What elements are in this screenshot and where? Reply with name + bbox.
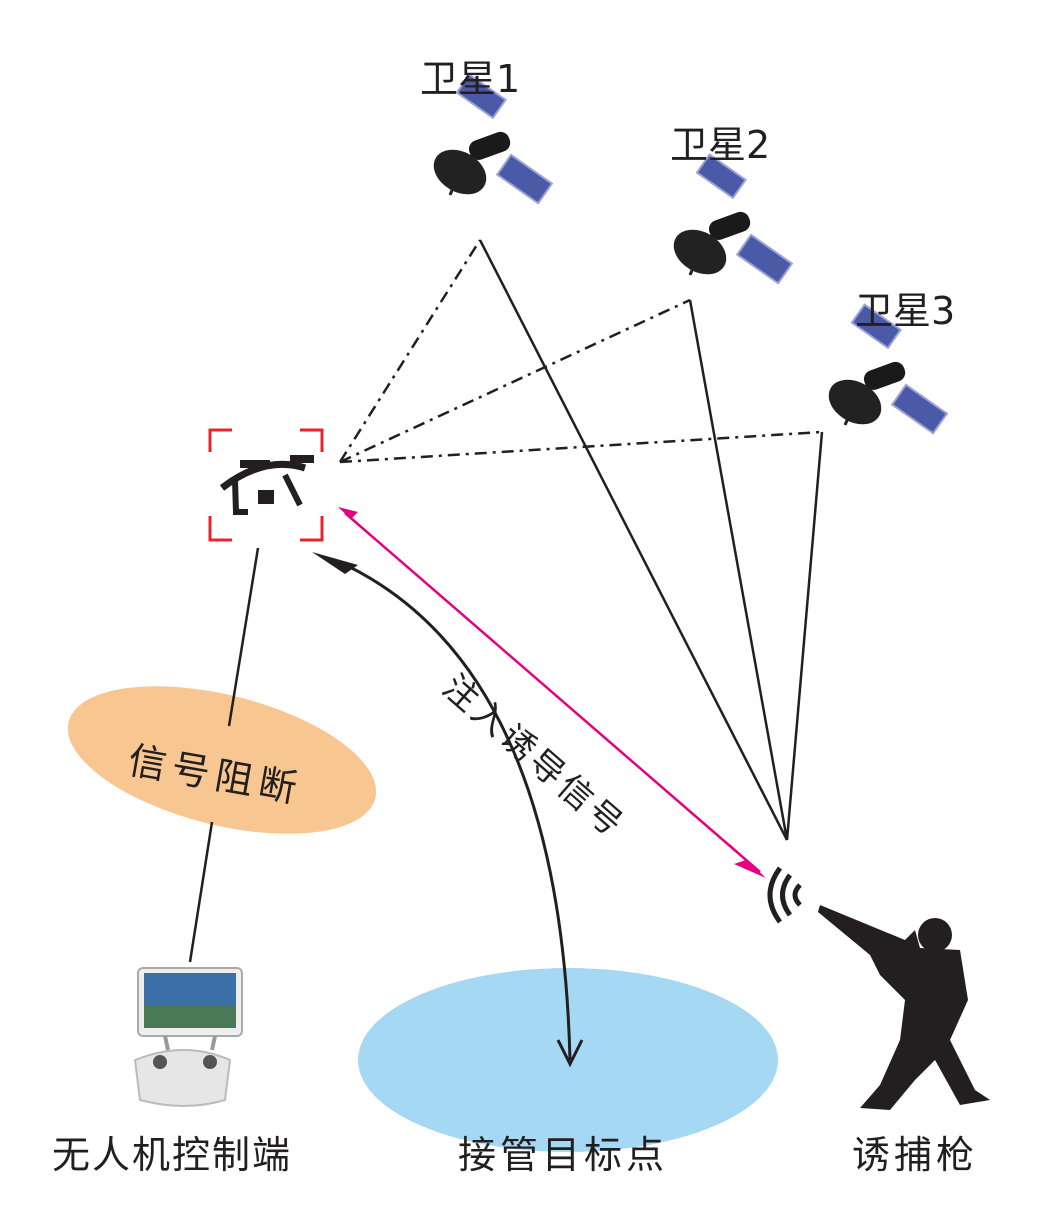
drone-to-block-line	[227, 547, 260, 727]
inject-signal-arrow	[338, 507, 766, 878]
block-to-controller-line	[188, 821, 214, 963]
target-label: 接管目标点	[458, 1133, 669, 1177]
remote-controller-icon	[133, 967, 243, 1107]
satellite-3-label: 卫星3	[855, 289, 956, 333]
satellite-1-label: 卫星1	[420, 57, 521, 101]
satellite-2-label: 卫星2	[670, 123, 771, 167]
signal-block-ellipse	[67, 686, 377, 834]
target-bracket	[208, 428, 324, 542]
solid-line-sat2	[688, 299, 789, 841]
solid-line-sat3	[785, 431, 824, 841]
drone-icon	[219, 455, 314, 515]
dashdot-line-sat2	[339, 298, 691, 464]
satellite-2-icon	[664, 153, 794, 285]
dashdot-line-sat1	[338, 239, 482, 463]
signal-wave-icon	[767, 866, 802, 924]
person-with-gun-icon	[818, 905, 990, 1110]
takeover-curve-arrow	[312, 552, 584, 1068]
solid-line-sat1	[478, 239, 789, 841]
gun-label: 诱捕枪	[852, 1133, 979, 1177]
controller-label: 无人机控制端	[52, 1133, 293, 1177]
